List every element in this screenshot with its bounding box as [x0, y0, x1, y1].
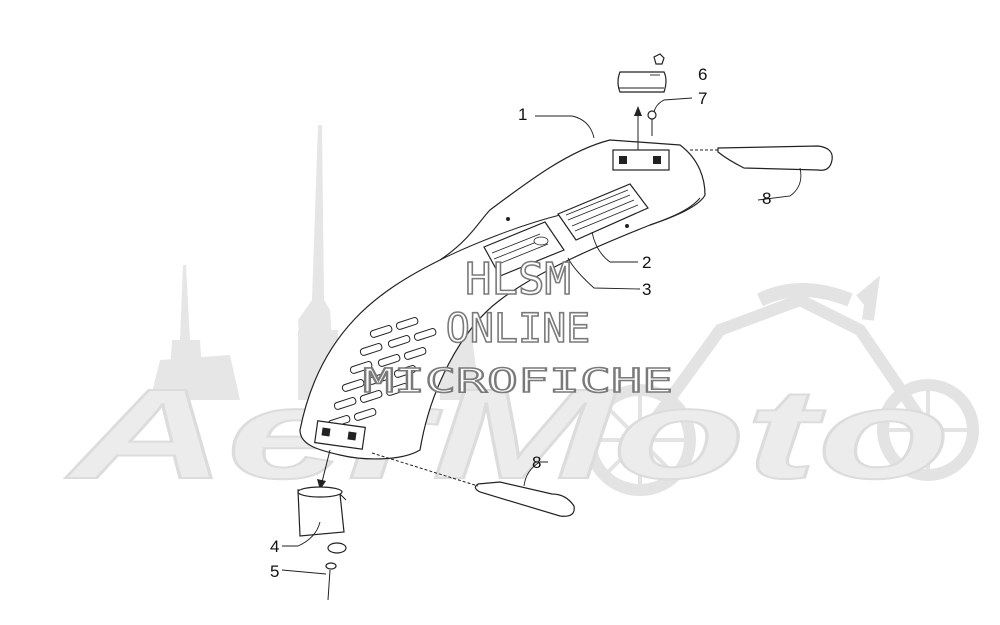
- vent-slots: [327, 317, 437, 428]
- leader-lines: [281, 74, 802, 575]
- panel-lower-hinge: [314, 420, 366, 450]
- watermark-microfiche: MICROFICHE: [363, 361, 673, 400]
- callout-6: 6: [698, 65, 707, 84]
- callout-5: 5: [270, 562, 279, 581]
- callout-8-top: 8: [762, 189, 771, 208]
- rivet-7: [647, 110, 657, 136]
- watermark-online: ONLINE: [446, 306, 591, 352]
- pin-8-top: [690, 145, 833, 171]
- motorcycle-wheel-spokes: [595, 390, 968, 485]
- motorcycle-watermark: [584, 275, 979, 496]
- hinge-cap-6: [617, 53, 667, 93]
- callout-3: 3: [642, 280, 651, 299]
- pin-8-bottom: [371, 452, 575, 517]
- decal-2: [557, 183, 649, 241]
- callout-7: 7: [698, 89, 707, 108]
- rivet-5: [325, 542, 347, 601]
- callout-1: 1: [518, 105, 527, 124]
- brand-watermark: AerMoto: [65, 363, 950, 506]
- assembly-arrow-top: [634, 106, 642, 150]
- callout-8-bottom: 8: [532, 453, 541, 472]
- decal-3: [483, 221, 565, 277]
- callout-2: 2: [642, 253, 651, 272]
- watermark-hlsm: HLSM: [465, 254, 571, 305]
- hinge-plate-4: [297, 486, 347, 537]
- panel-upper-hinge: [612, 149, 670, 171]
- callout-4: 4: [270, 537, 279, 556]
